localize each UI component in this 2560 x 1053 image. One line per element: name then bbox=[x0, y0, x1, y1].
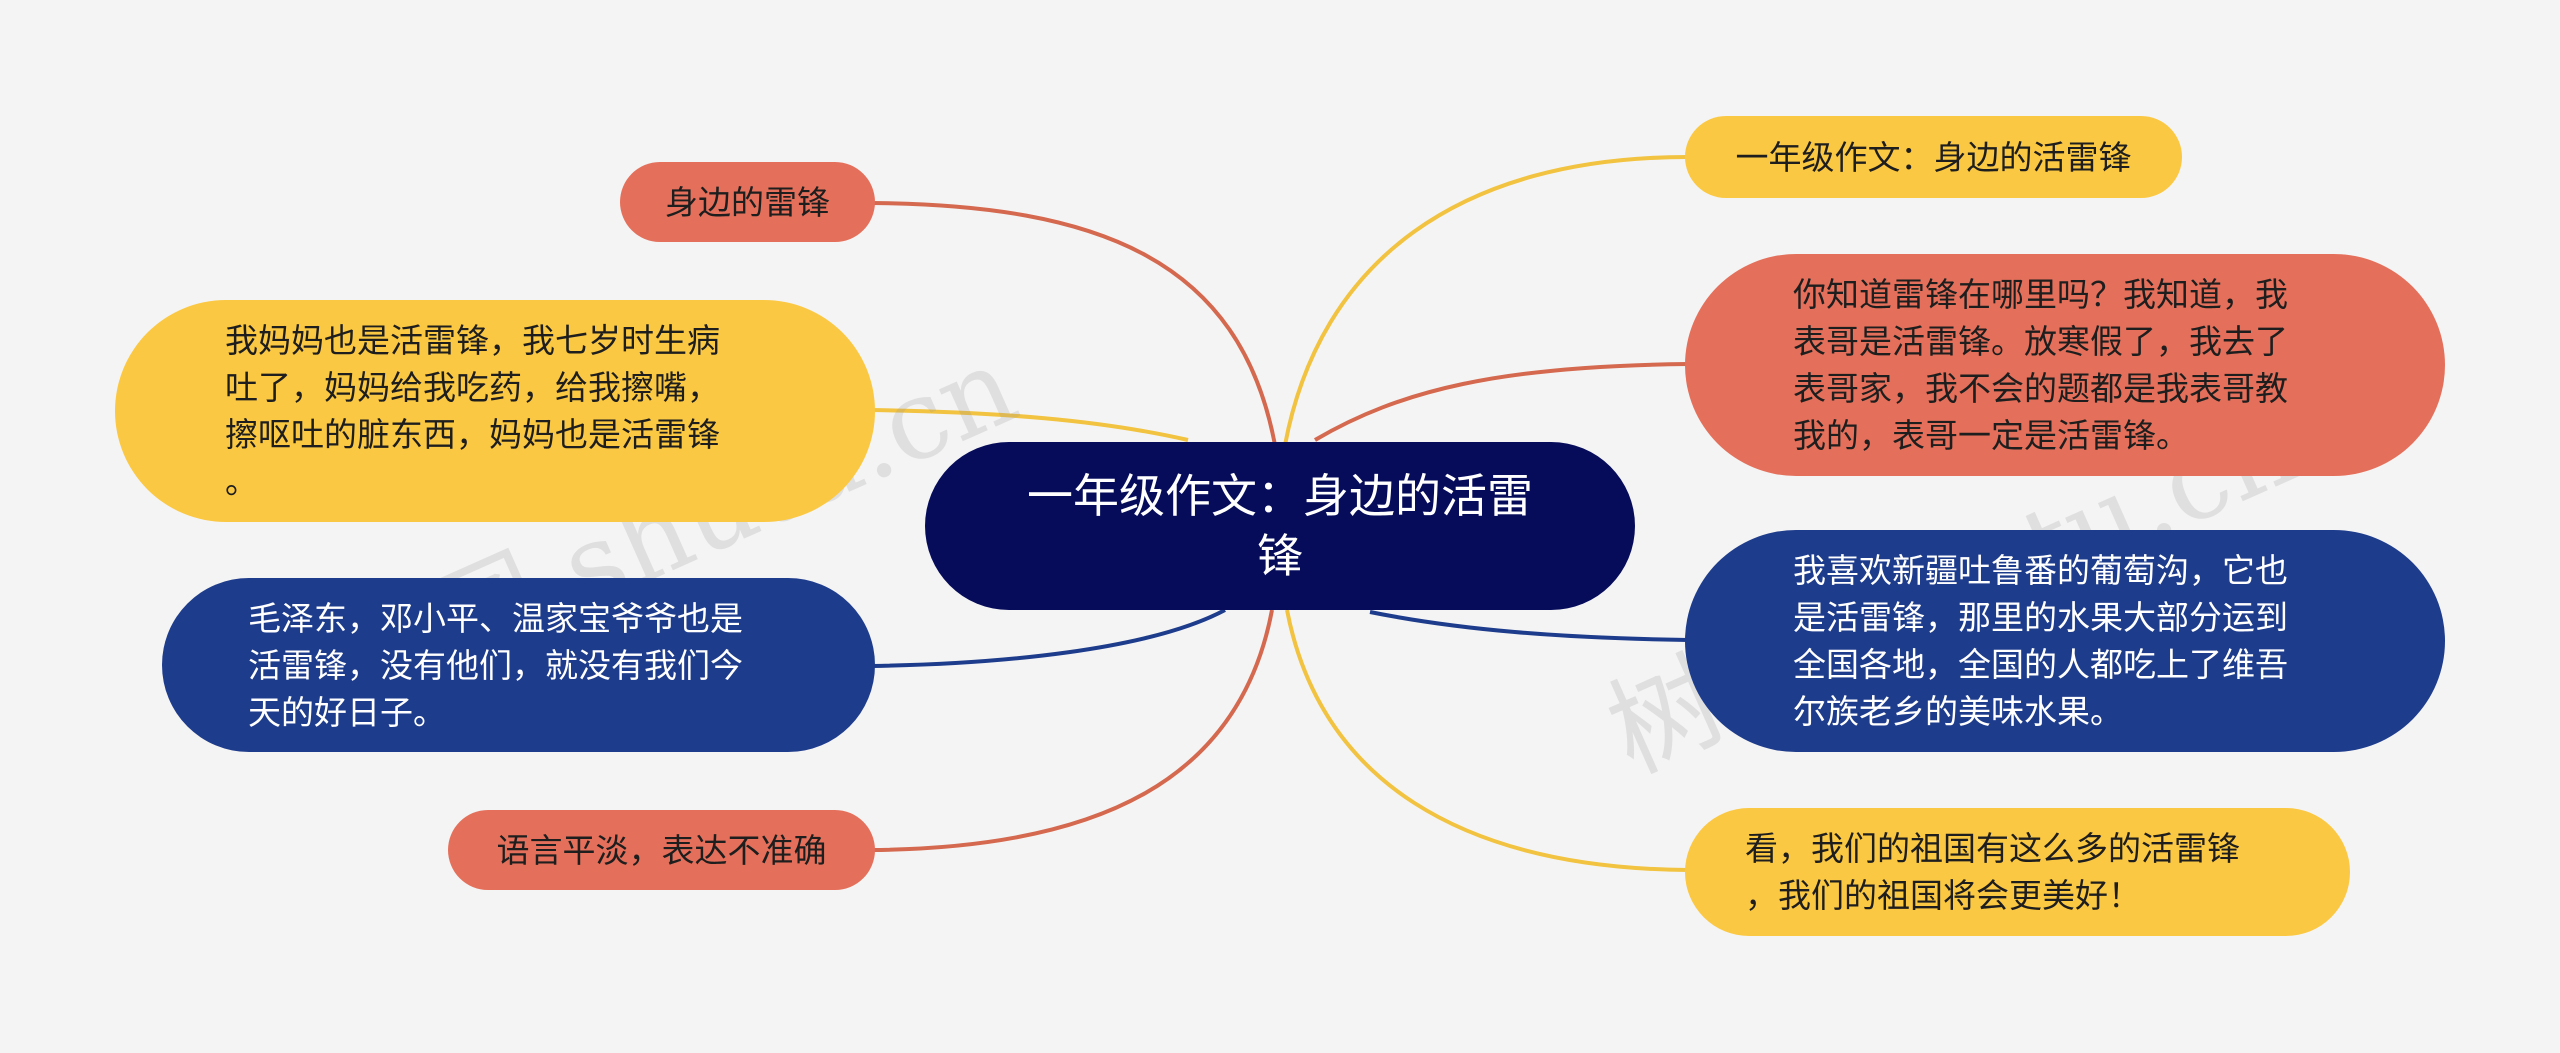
topic-node-left-1[interactable]: 身边的雷锋 bbox=[620, 162, 875, 242]
topic-node-right-2[interactable]: 你知道雷锋在哪里吗？我知道，我 表哥是活雷锋。放寒假了，我去了 表哥家，我不会的… bbox=[1685, 254, 2445, 476]
topic-node-left-4[interactable]: 语言平淡，表达不准确 bbox=[448, 810, 875, 890]
connector-right-4 bbox=[1285, 609, 1689, 872]
topic-node-left-3[interactable]: 毛泽东，邓小平、温家宝爷爷也是 活雷锋，没有他们，就没有我们今 天的好日子。 bbox=[162, 578, 875, 752]
topic-node-label: 语言平淡，表达不准确 bbox=[496, 830, 827, 870]
connector-left-3 bbox=[871, 608, 1226, 668]
topic-node-right-4[interactable]: 看，我们的祖国有这么多的活雷锋 ，我们的祖国将会更美好！ bbox=[1685, 808, 2350, 936]
connector-right-2 bbox=[1313, 362, 1689, 442]
topic-node-right-3[interactable]: 我喜欢新疆吐鲁番的葡萄沟，它也 是活雷锋，那里的水果大部分运到 全国各地，全国的… bbox=[1685, 530, 2445, 752]
topic-node-label: 我妈妈也是活雷锋，我七岁时生病 吐了，妈妈给我吃药，给我擦嘴， 擦呕吐的脏东西，… bbox=[225, 321, 720, 501]
central-topic[interactable]: 一年级作文：身边的活雷 锋 bbox=[925, 442, 1635, 610]
connector-left-1 bbox=[871, 201, 1277, 446]
topic-node-left-2[interactable]: 我妈妈也是活雷锋，我七岁时生病 吐了，妈妈给我吃药，给我擦嘴， 擦呕吐的脏东西，… bbox=[115, 300, 875, 522]
topic-node-label: 毛泽东，邓小平、温家宝爷爷也是 活雷锋，没有他们，就没有我们今 天的好日子。 bbox=[248, 598, 743, 732]
topic-node-label: 身边的雷锋 bbox=[665, 182, 830, 222]
connector-left-4 bbox=[871, 609, 1274, 852]
connector-right-3 bbox=[1369, 610, 1689, 642]
topic-node-label: 我喜欢新疆吐鲁番的葡萄沟，它也 是活雷锋，那里的水果大部分运到 全国各地，全国的… bbox=[1793, 551, 2288, 731]
topic-node-label: 看，我们的祖国有这么多的活雷锋 ，我们的祖国将会更美好！ bbox=[1745, 829, 2240, 915]
topic-node-label: 你知道雷锋在哪里吗？我知道，我 表哥是活雷锋。放寒假了，我去了 表哥家，我不会的… bbox=[1793, 275, 2288, 455]
central-topic-label: 一年级作文：身边的活雷 锋 bbox=[1027, 469, 1533, 583]
topic-node-label: 一年级作文：身边的活雷锋 bbox=[1735, 137, 2132, 177]
connector-right-1 bbox=[1283, 155, 1689, 446]
topic-node-right-1[interactable]: 一年级作文：身边的活雷锋 bbox=[1685, 116, 2182, 198]
connector-left-2 bbox=[867, 408, 1189, 442]
